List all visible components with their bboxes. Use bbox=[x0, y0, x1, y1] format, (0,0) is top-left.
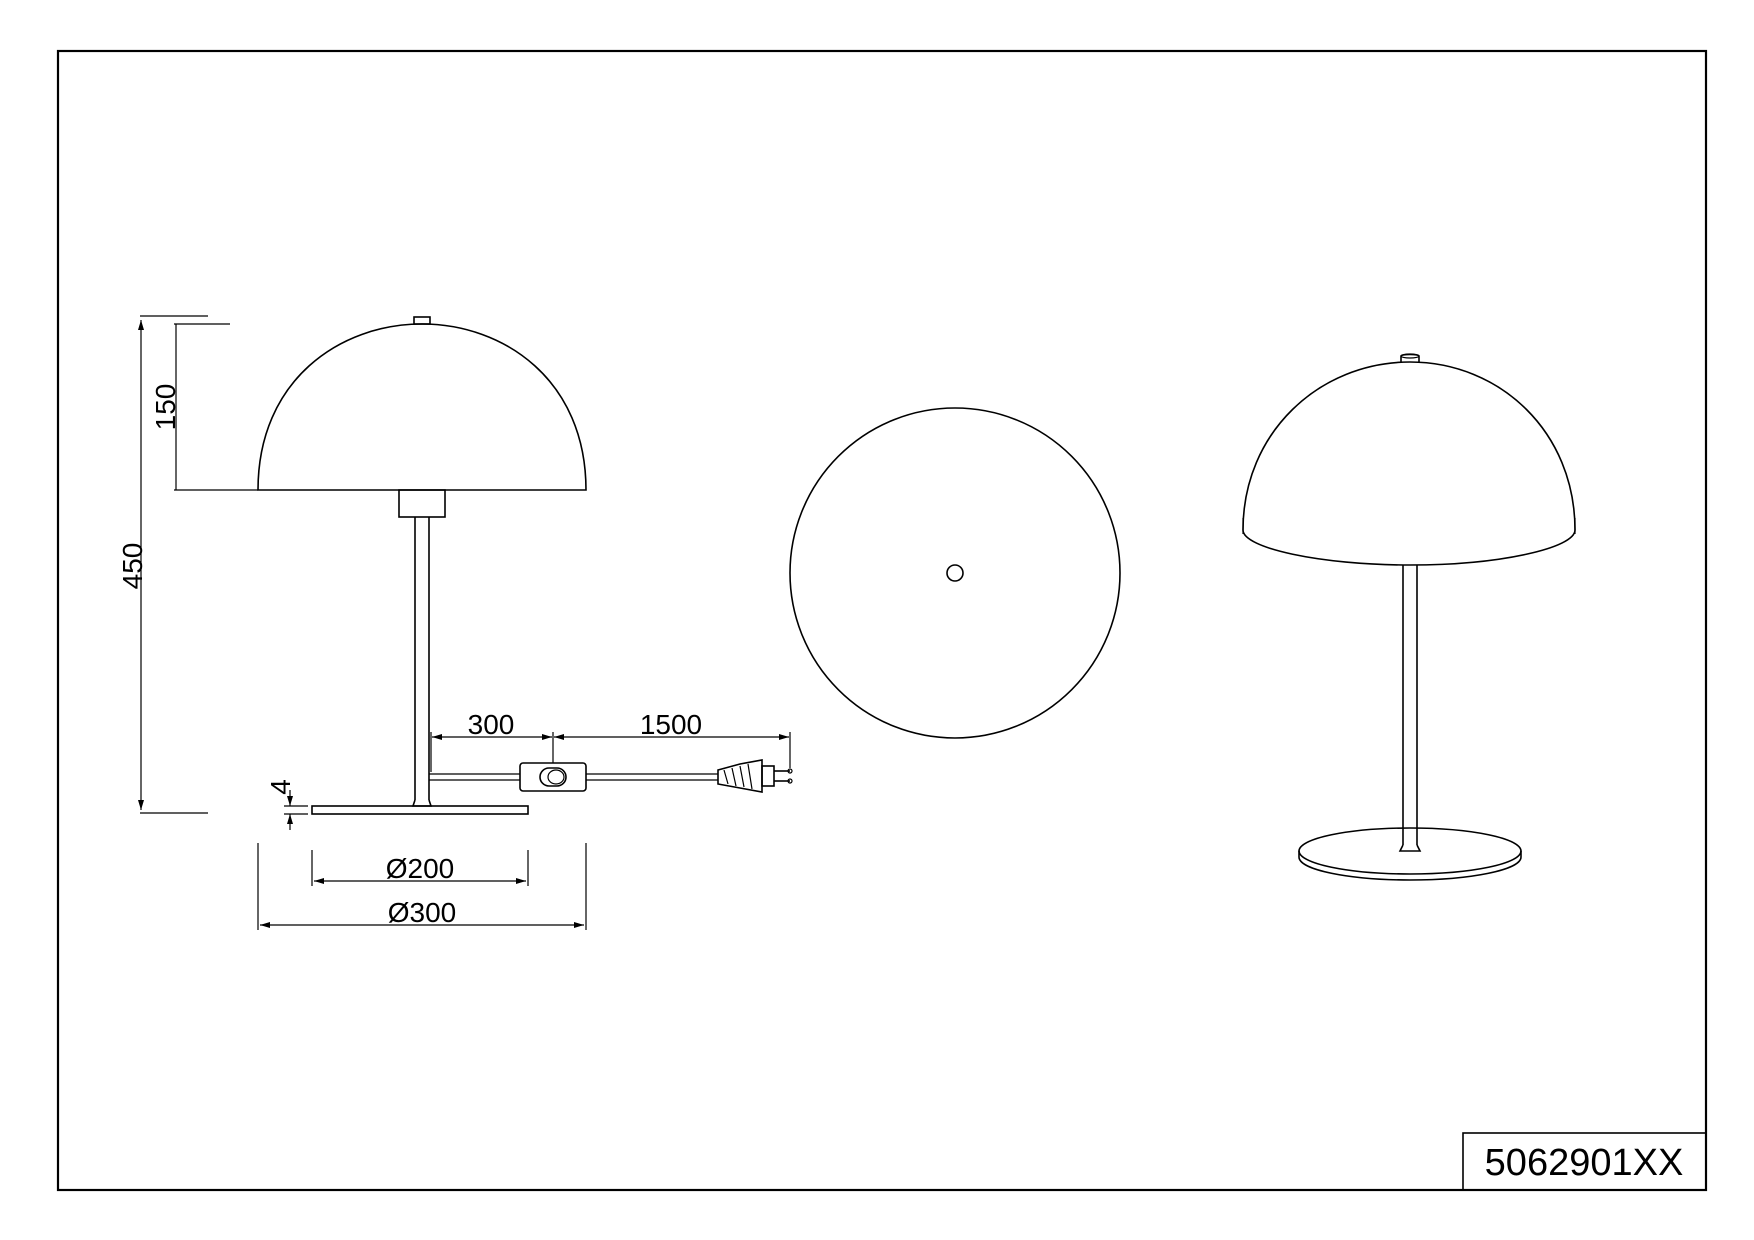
shade-dome bbox=[257, 323, 587, 491]
shade-top-cap bbox=[413, 316, 431, 325]
dim-total-height-label: 450 bbox=[117, 543, 148, 590]
top-view bbox=[789, 407, 1121, 739]
base-plate bbox=[311, 805, 529, 815]
product-code-box bbox=[1462, 1132, 1707, 1191]
dim-base-diameter-label: Ø200 bbox=[386, 853, 455, 884]
title-block: 5062901XX bbox=[1462, 1132, 1707, 1191]
dim-base-thickness-label: 4 bbox=[265, 779, 296, 795]
switch-rocker bbox=[539, 767, 567, 787]
dim-shade-height-label: 150 bbox=[150, 384, 181, 431]
dimension-shade-diameter: Ø300 bbox=[257, 843, 587, 930]
dim-switch-distance-label: 300 bbox=[468, 709, 515, 740]
perspective-dome-rim bbox=[1242, 529, 1576, 566]
product-code: 5062901XX bbox=[1485, 1142, 1684, 1184]
dimension-base-thickness: 4 bbox=[265, 779, 308, 830]
socket bbox=[398, 489, 446, 518]
dim-cable-length-label: 1500 bbox=[640, 709, 702, 740]
stem-foot bbox=[411, 799, 433, 807]
top-view-center-cap bbox=[946, 564, 964, 582]
dimension-shade-height: 150 bbox=[150, 323, 258, 491]
dim-shade-diameter-label: Ø300 bbox=[388, 897, 457, 928]
top-view-shade-outline bbox=[789, 407, 1121, 739]
plug-body bbox=[717, 759, 763, 793]
dimension-total-height: 450 bbox=[117, 315, 208, 814]
side-view bbox=[257, 316, 793, 815]
drawing-frame bbox=[56, 49, 1708, 1192]
perspective-dome bbox=[1242, 361, 1576, 531]
dimension-cable-length: 1500 bbox=[554, 709, 791, 768]
dimension-switch-distance: 300 bbox=[430, 709, 554, 772]
dimension-base-diameter: Ø200 bbox=[311, 850, 529, 886]
perspective-view bbox=[1242, 353, 1576, 881]
perspective-base-edge bbox=[1298, 851, 1522, 881]
